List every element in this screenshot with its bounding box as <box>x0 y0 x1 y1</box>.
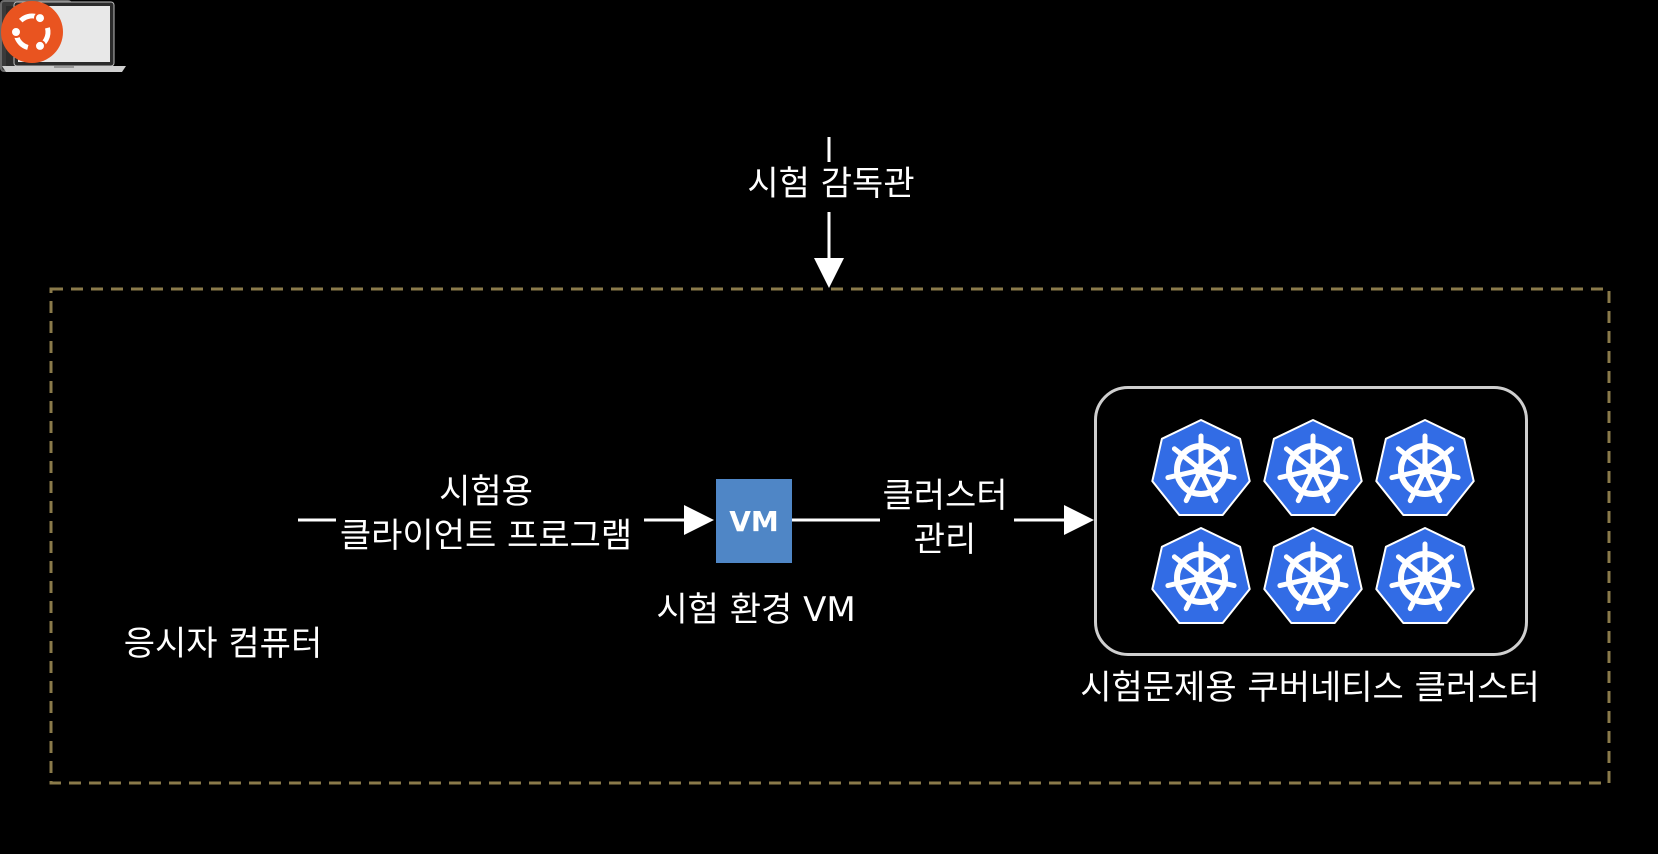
kubernetes-icon <box>1151 527 1251 624</box>
cluster-management-label-line-1: 클러스터 <box>882 476 1008 516</box>
cluster-management-label-line-2: 관리 <box>913 520 977 560</box>
vm-label: 시험 환경 VM <box>656 590 856 630</box>
vm-box: VM <box>716 479 792 563</box>
kubernetes-icon <box>1263 419 1363 516</box>
client-program-label-line-1: 시험용 <box>439 472 533 512</box>
kubernetes-icon <box>1151 419 1251 516</box>
kubernetes-icon <box>1263 527 1363 624</box>
client-program-label-line-2: 클라이언트 프로그램 <box>339 516 633 556</box>
kubernetes-cluster-box <box>1094 386 1528 656</box>
cluster-management-label: 클러스터 관리 <box>870 474 1020 562</box>
client-program-label: 시험용 클라이언트 프로그램 <box>326 470 646 558</box>
exam-environment-boundary <box>49 287 1611 785</box>
kubernetes-cluster-label: 시험문제용 쿠버네티스 클러스터 <box>1080 668 1540 708</box>
kubernetes-icon <box>1375 527 1475 624</box>
kubernetes-icon <box>1375 419 1475 516</box>
laptop-label: 응시자 컴퓨터 <box>123 624 323 664</box>
ubuntu-icon <box>1 1 63 63</box>
proctor-label: 시험 감독관 <box>747 164 915 204</box>
